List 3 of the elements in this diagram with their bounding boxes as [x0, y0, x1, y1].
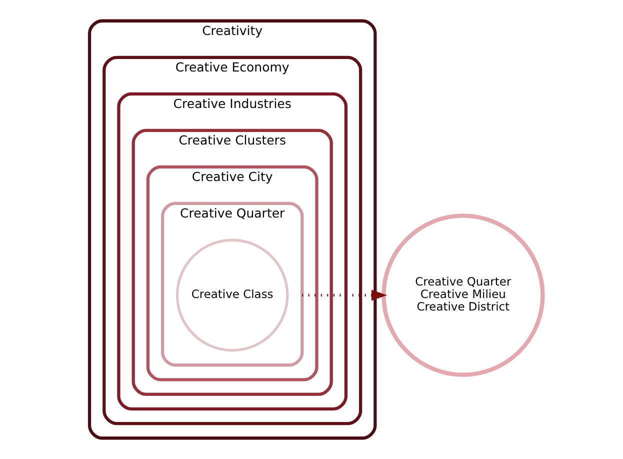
node-circle: Creative Class: [175, 238, 288, 352]
arrow: [302, 290, 387, 301]
node-circle: Creative Quarter Creative Milieu Creative District: [381, 214, 544, 377]
